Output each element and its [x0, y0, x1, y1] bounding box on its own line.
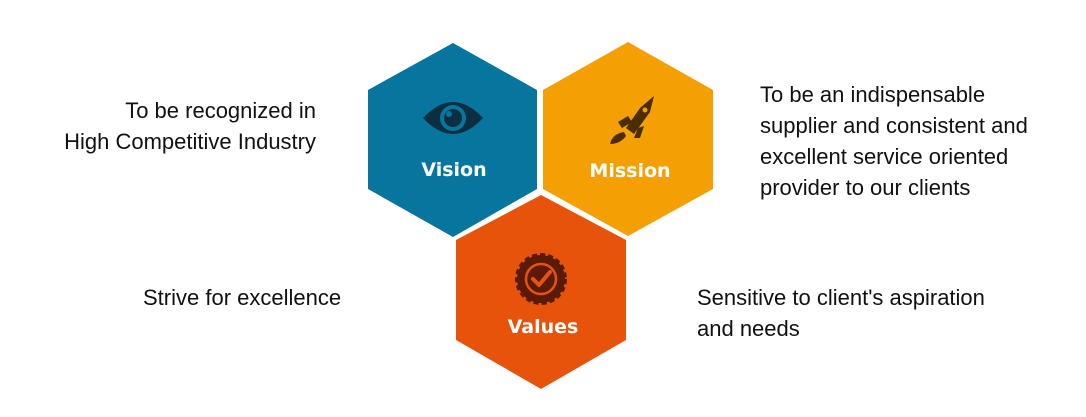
mission-line: To be an indispensable [760, 82, 986, 107]
vision-description: To be recognized in High Competitive Ind… [64, 95, 316, 157]
mission-hexagon: Mission [543, 42, 713, 236]
mission-line: excellent service oriented [760, 144, 1009, 169]
vision-label: Vision [421, 159, 486, 181]
check-badge-icon [515, 253, 567, 305]
values-left-line: Strive for excellence [143, 285, 342, 310]
vision-line: High Competitive Industry [64, 129, 316, 154]
mission-label: Mission [589, 160, 670, 182]
eye-icon [423, 102, 483, 134]
vision-line: To be recognized in [125, 98, 316, 123]
values-right-line: and needs [697, 316, 800, 341]
mission-description: To be an indispensable supplier and cons… [760, 79, 1028, 203]
mission-line: provider to our clients [760, 175, 971, 200]
mission-line: supplier and consistent and [760, 113, 1028, 138]
values-right-line: Sensitive to client's aspiration [697, 285, 985, 310]
values-left-description: Strive for excellence [143, 282, 341, 313]
rocket-icon [610, 96, 654, 144]
values-hexagon: Values [456, 195, 626, 389]
vision-hexagon: Vision [368, 43, 537, 237]
values-label: Values [508, 316, 579, 338]
values-right-description: Sensitive to client's aspiration and nee… [697, 282, 985, 344]
